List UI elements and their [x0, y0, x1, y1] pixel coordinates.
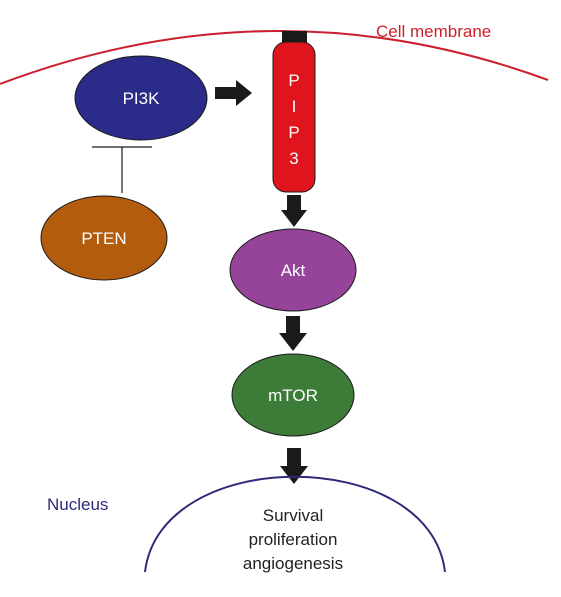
pip3-letter-2: I [292, 97, 297, 116]
pip3-letter-3: P [288, 123, 299, 142]
cell-membrane [0, 30, 549, 85]
arrow-mtor-to-nucleus [280, 448, 308, 484]
outcome-survival: Survival [263, 506, 323, 525]
pip3-letter-4: 3 [289, 149, 298, 168]
nucleus-membrane [144, 475, 446, 573]
nucleus-label: Nucleus [47, 495, 108, 514]
outcome-proliferation: proliferation [249, 530, 338, 549]
arrow-pip3-to-akt [281, 195, 307, 227]
pten-node [40, 195, 168, 281]
pten-label: PTEN [81, 229, 126, 248]
pi3k-label: PI3K [123, 89, 161, 108]
arrow-akt-to-mtor [279, 316, 307, 351]
mtor-node [231, 353, 355, 437]
arrow-pi3k-to-pip3 [215, 80, 252, 106]
akt-label: Akt [281, 261, 306, 280]
membrane-label: Cell membrane [376, 22, 491, 41]
akt-node [229, 228, 357, 312]
pip3-node [272, 41, 316, 193]
mtor-label: mTOR [268, 386, 318, 405]
outcome-angiogenesis: angiogenesis [243, 554, 343, 573]
pi3k-node [74, 55, 208, 141]
pip3-anchor [282, 31, 307, 44]
pip3-letter-1: P [288, 71, 299, 90]
